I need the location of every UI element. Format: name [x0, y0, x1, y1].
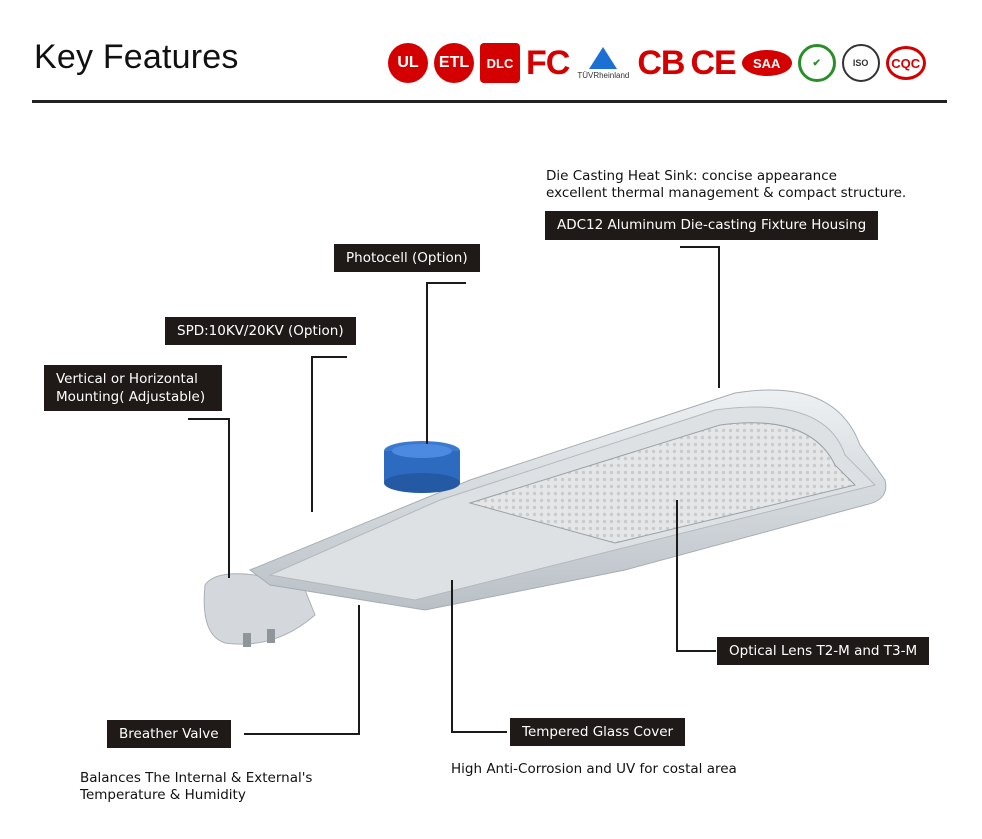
- photocell-line-v: [426, 282, 428, 444]
- housing-line-v: [718, 246, 720, 388]
- iso9001-logo-icon: ISO: [841, 44, 880, 82]
- glass-note: High Anti-Corrosion and UV for costal ar…: [451, 761, 737, 777]
- spd-line-v: [311, 356, 313, 512]
- breather-valve-label: Breather Valve: [107, 720, 231, 748]
- photocell-label: Photocell (Option): [334, 244, 480, 272]
- mounting-line-v: [228, 418, 230, 578]
- glass-line-v: [451, 580, 453, 733]
- optical-lens-line-h: [676, 650, 716, 652]
- breather-line-v: [358, 605, 360, 735]
- optical-lens-label: Optical Lens T2-M and T3-M: [717, 637, 930, 665]
- mounting-label: Vertical or Horizontal Mounting( Adjusta…: [44, 365, 222, 411]
- glass-cover-label: Tempered Glass Cover: [510, 718, 686, 746]
- ce-logo-icon: CE: [690, 43, 736, 82]
- spd-line-h: [311, 356, 347, 358]
- fcc-logo-icon: FC: [526, 43, 570, 82]
- rohs-logo-icon: ✔: [797, 44, 836, 82]
- certification-logos: UL ETL DLC FC TÜVRheinland CB CE SAA ✔ I…: [388, 40, 926, 86]
- heat-sink-note: Die Casting Heat Sink: concise appearanc…: [546, 168, 907, 201]
- optical-lens-line-v: [676, 500, 678, 652]
- mounting-line-h: [188, 418, 230, 420]
- page-title: Key Features: [34, 38, 239, 76]
- glass-line-h: [451, 731, 507, 733]
- header-divider: [32, 100, 947, 103]
- photocell-line-h: [426, 282, 466, 284]
- street-light-illustration: [203, 389, 887, 647]
- dlc-premium-logo-icon: DLC: [480, 43, 520, 83]
- cb-logo-icon: CB: [637, 43, 685, 82]
- breather-note: Balances The Internal & External's Tempe…: [80, 770, 313, 803]
- breather-line-h: [244, 733, 360, 735]
- etl-logo-icon: ETL: [434, 43, 474, 83]
- tuv-rheinland-logo-icon: TÜVRheinland: [575, 42, 631, 84]
- ul-logo-icon: UL: [388, 43, 428, 83]
- housing-label: ADC12 Aluminum Die-casting Fixture Housi…: [545, 211, 879, 240]
- housing-line-h: [680, 246, 720, 248]
- spd-label: SPD:10KV/20KV (Option): [165, 317, 356, 345]
- cqc-logo-icon: CQC: [885, 46, 926, 80]
- saa-logo-icon: SAA: [741, 50, 792, 76]
